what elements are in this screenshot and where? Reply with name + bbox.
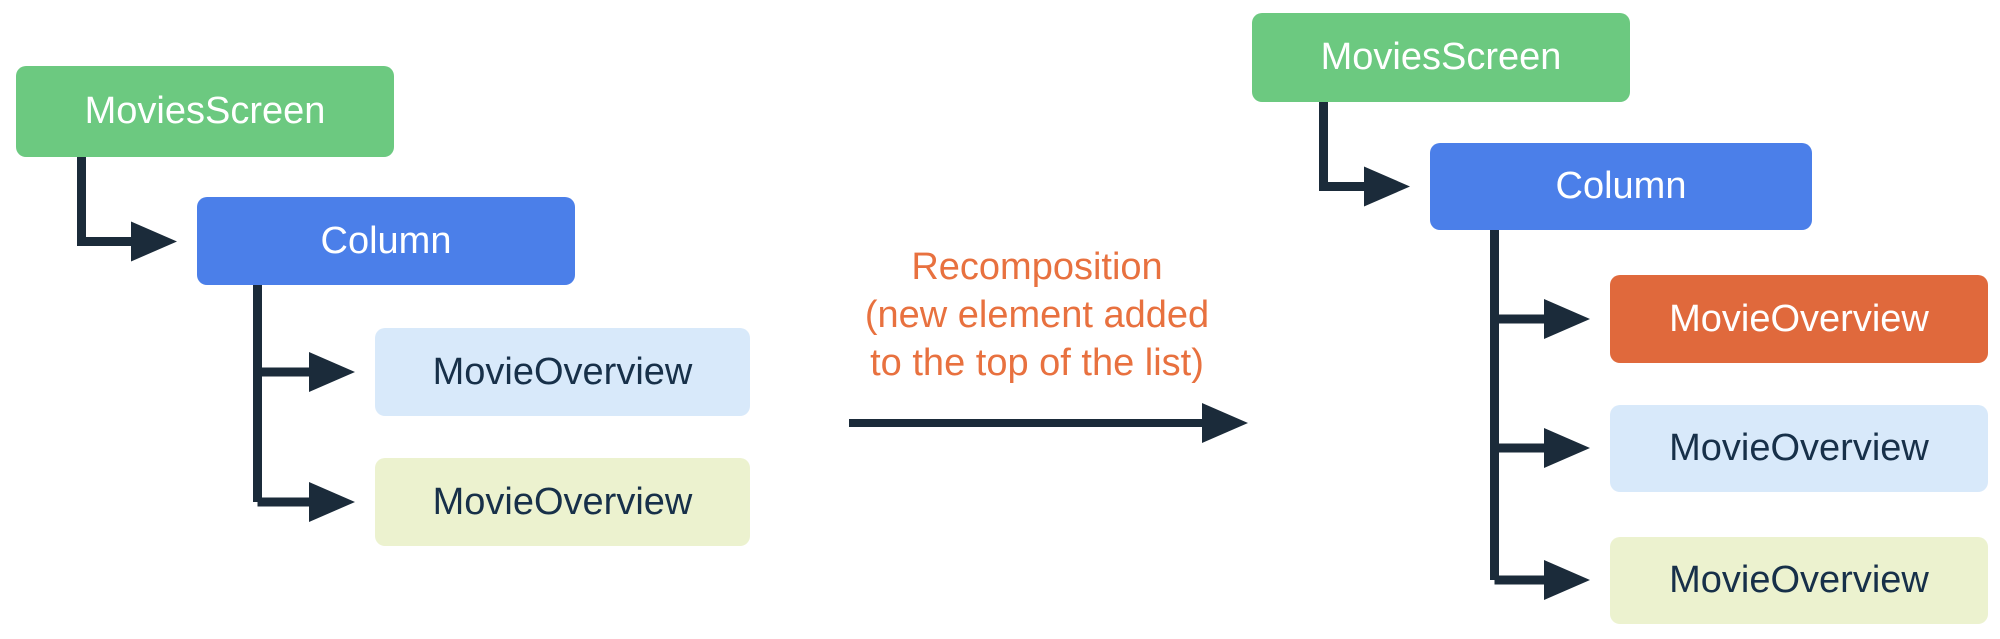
- right-node-movieoverview-3: MovieOverview: [1610, 537, 1988, 624]
- right-node-movieoverview-2: MovieOverview: [1610, 405, 1988, 492]
- left-node-movieoverview-2: MovieOverview: [375, 458, 750, 546]
- recomposition-arrowhead-icon: [1202, 403, 1248, 443]
- right-node-movieoverview-new: MovieOverview: [1610, 275, 1988, 363]
- recomposition-label: Recomposition (new element added to the …: [787, 243, 1287, 387]
- left-node-moviesscreen: MoviesScreen: [16, 66, 394, 157]
- left-arrowhead-movieoverview-1-icon: [309, 352, 355, 392]
- right-arrowhead-column-icon: [1364, 166, 1410, 207]
- left-node-column: Column: [197, 197, 575, 285]
- left-node-movieoverview-1: MovieOverview: [375, 328, 750, 416]
- right-connector-moviesscreen-to-column: [1319, 102, 1364, 191]
- right-arrowhead-movieoverview-2-icon: [1544, 428, 1590, 468]
- left-arrowhead-column-icon: [131, 221, 177, 262]
- recomposition-label-line-2: (new element added: [864, 294, 1210, 336]
- recomposition-label-line-3: to the top of the list): [870, 342, 1204, 384]
- left-arrowhead-movieoverview-2-icon: [309, 482, 355, 522]
- right-arrowhead-movieoverview-3-icon: [1544, 560, 1590, 600]
- right-node-moviesscreen: MoviesScreen: [1252, 13, 1630, 102]
- right-arrowhead-movieoverview-1-icon: [1544, 299, 1590, 339]
- recomposition-label-line-1: Recomposition: [911, 246, 1163, 288]
- left-connector-moviesscreen-to-column: [77, 157, 131, 246]
- right-node-column: Column: [1430, 143, 1812, 230]
